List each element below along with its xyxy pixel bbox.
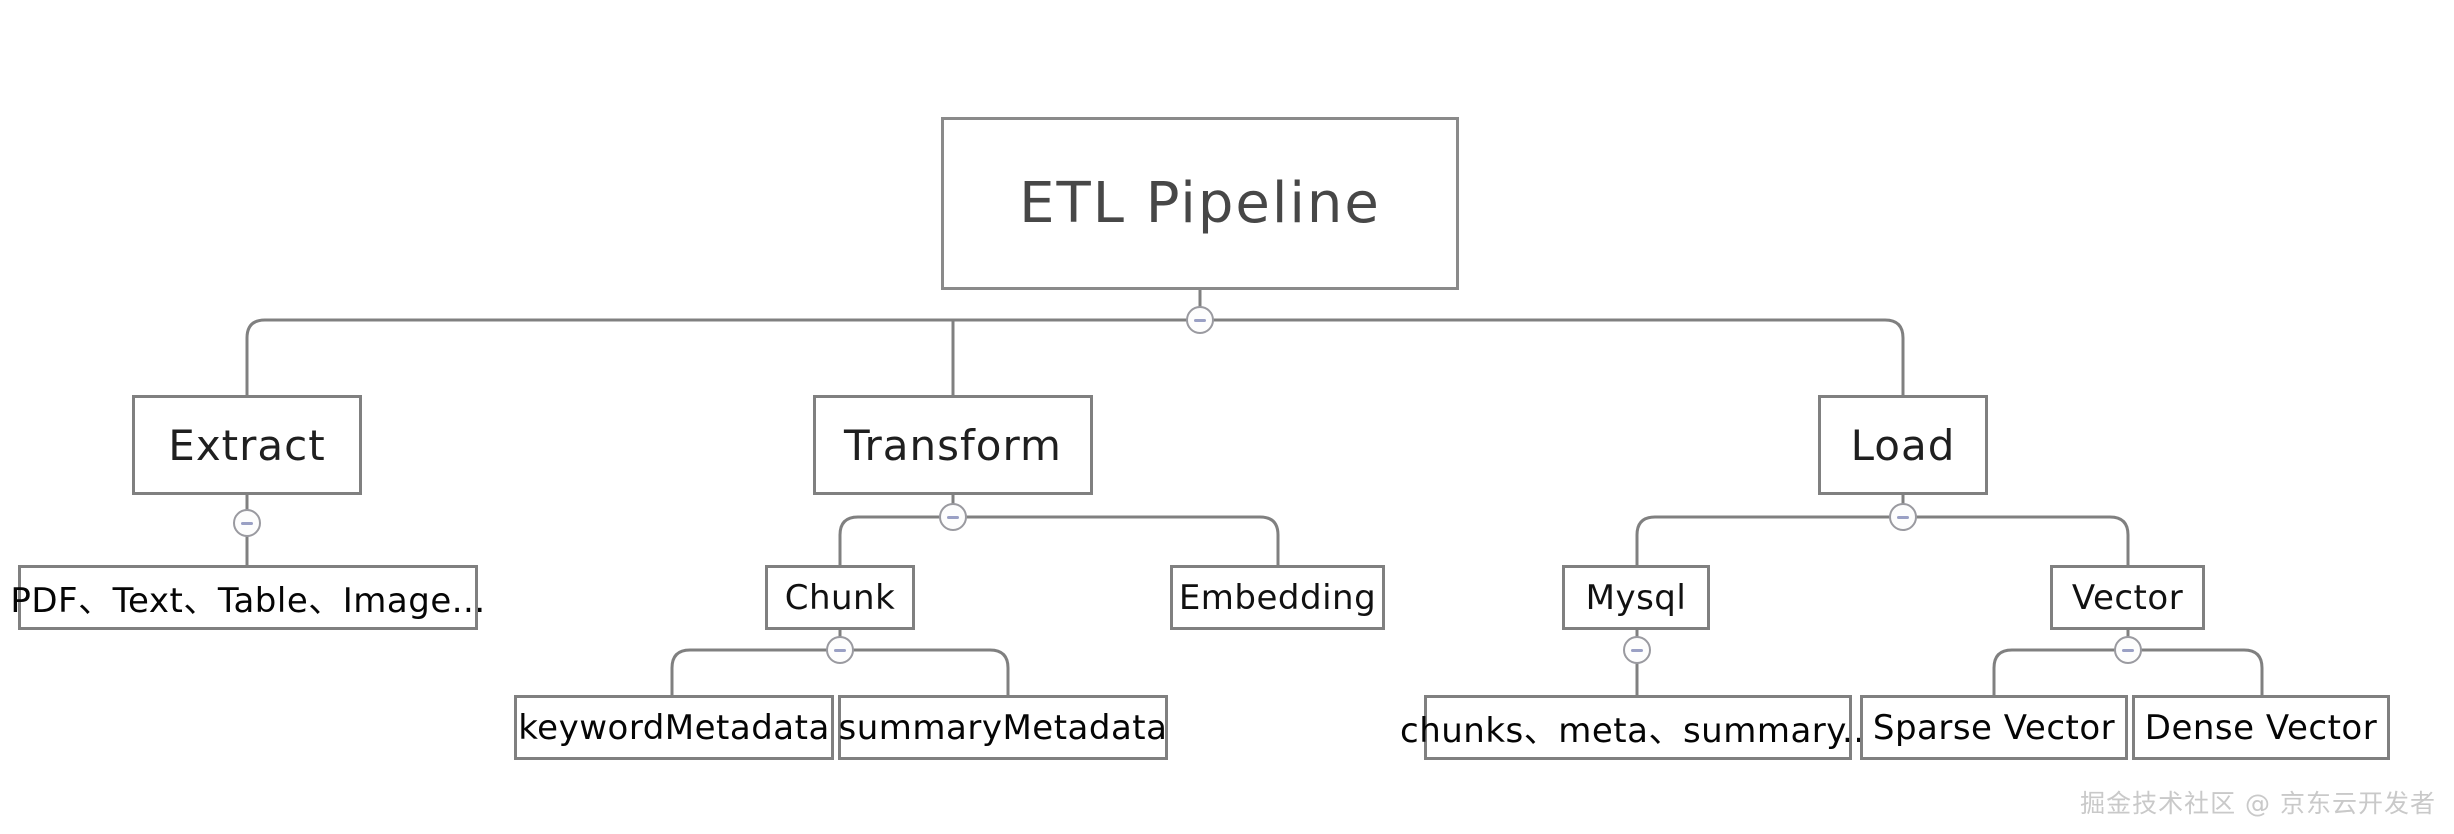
node-label: Chunk: [784, 577, 896, 618]
toggle-load-collapse[interactable]: [1889, 503, 1917, 531]
toggle-mysql-collapse[interactable]: [1623, 636, 1651, 664]
node-label: keywordMetadata: [518, 707, 830, 748]
node-summary-metadata[interactable]: summaryMetadata: [838, 695, 1168, 760]
toggle-extract-collapse[interactable]: [233, 509, 261, 537]
node-label: Mysql: [1585, 577, 1687, 618]
node-label: Embedding: [1178, 577, 1377, 618]
edge-load-bus: [1635, 515, 2130, 565]
node-sparse-vector[interactable]: Sparse Vector: [1860, 695, 2128, 760]
node-mysql-tables[interactable]: chunks、meta、summary...: [1400, 695, 1875, 760]
node-chunk[interactable]: Chunk: [765, 565, 915, 630]
node-label: Load: [1850, 420, 1956, 470]
minus-icon: [1194, 318, 1206, 322]
minus-icon: [2122, 648, 2134, 652]
minus-icon: [241, 521, 253, 525]
node-vector[interactable]: Vector: [2050, 565, 2205, 630]
node-load[interactable]: Load: [1818, 395, 1988, 495]
node-label: Extract: [168, 420, 326, 470]
toggle-root-collapse[interactable]: [1186, 306, 1214, 334]
node-transform[interactable]: Transform: [813, 395, 1093, 495]
toggle-transform-collapse[interactable]: [939, 503, 967, 531]
node-etl-pipeline[interactable]: ETL Pipeline: [941, 117, 1459, 290]
edge-transform-bus: [838, 515, 1280, 565]
node-label: Vector: [2071, 577, 2184, 618]
minus-icon: [1897, 515, 1909, 519]
minus-icon: [1631, 648, 1643, 652]
node-dense-vector[interactable]: Dense Vector: [2132, 695, 2390, 760]
node-embedding[interactable]: Embedding: [1170, 565, 1385, 630]
node-label: chunks、meta、summary...: [1400, 711, 1876, 751]
node-label: PDF、Text、Table、Image...: [10, 581, 486, 621]
node-label: ETL Pipeline: [1019, 171, 1381, 236]
node-keyword-metadata[interactable]: keywordMetadata: [514, 695, 834, 760]
node-label: Dense Vector: [2144, 707, 2378, 748]
node-label: Sparse Vector: [1872, 707, 2116, 748]
toggle-chunk-collapse[interactable]: [826, 636, 854, 664]
node-mysql[interactable]: Mysql: [1562, 565, 1710, 630]
node-label: summaryMetadata: [838, 707, 1168, 748]
node-extract-sources[interactable]: PDF、Text、Table、Image...: [10, 565, 485, 630]
node-extract[interactable]: Extract: [132, 395, 362, 495]
node-label: Transform: [844, 420, 1062, 470]
edge-root-bus: [245, 318, 1905, 395]
watermark-text: 掘金技术社区 @ 京东云开发者: [2080, 789, 2436, 818]
minus-icon: [834, 648, 846, 652]
minus-icon: [947, 515, 959, 519]
toggle-vector-collapse[interactable]: [2114, 636, 2142, 664]
